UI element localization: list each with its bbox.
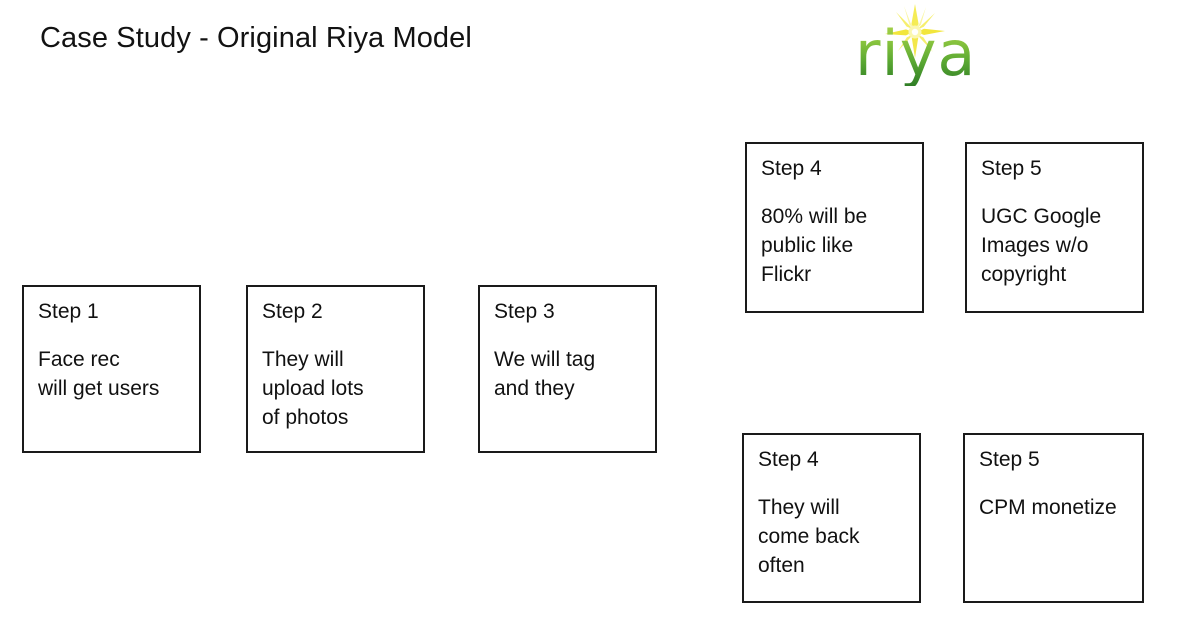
page-title: Case Study - Original Riya Model (40, 22, 472, 54)
step-heading: Step 4 (758, 448, 819, 471)
step-box-step-3[interactable]: Step 3 We will tag and they (478, 285, 657, 453)
step-box-step-2[interactable]: Step 2 They will upload lots of photos (246, 285, 425, 453)
step-box-step-4-bottom[interactable]: Step 4 They will come back often (742, 433, 921, 603)
step-heading: Step 3 (494, 300, 555, 323)
step-heading: Step 1 (38, 300, 99, 323)
step-heading: Step 5 (979, 448, 1040, 471)
step-box-step-1[interactable]: Step 1 Face rec will get users (22, 285, 201, 453)
step-box-step-5-bottom[interactable]: Step 5 CPM monetize (963, 433, 1144, 603)
step-heading: Step 2 (262, 300, 323, 323)
step-box-step-4-top[interactable]: Step 4 80% will be public like Flickr (745, 142, 924, 313)
step-body: They will upload lots of photos (262, 348, 364, 429)
step-heading: Step 4 (761, 157, 822, 180)
riya-logo: riya (855, 4, 1035, 100)
step-box-step-5-top[interactable]: Step 5 UGC Google Images w/o copyright (965, 142, 1144, 313)
step-body: UGC Google Images w/o copyright (981, 205, 1102, 286)
step-body: CPM monetize (979, 496, 1117, 519)
step-body: They will come back often (758, 496, 860, 577)
step-body: 80% will be public like Flickr (761, 205, 868, 286)
step-body: Face rec will get users (38, 348, 160, 400)
riya-wordmark: riya (855, 17, 977, 90)
step-body: We will tag and they (494, 348, 596, 400)
step-heading: Step 5 (981, 157, 1042, 180)
